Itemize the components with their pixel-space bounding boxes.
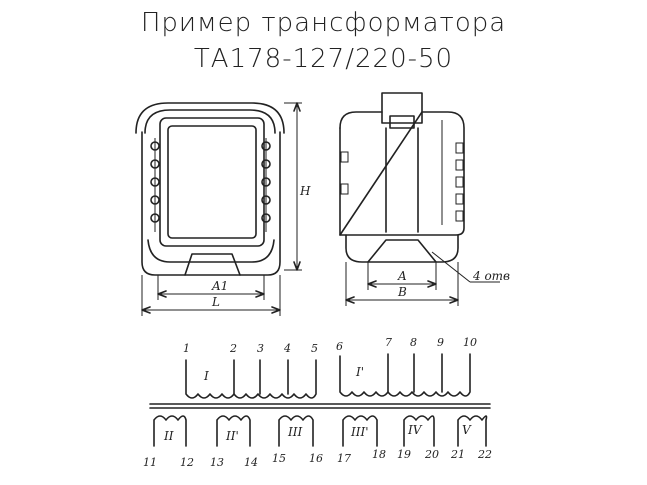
terminal-label: 3 [257,342,264,355]
terminal-label: 12 [180,456,194,469]
dim-h-label: H [299,184,311,198]
side-view: A B 4 отв [339,92,510,306]
diagram-title-line2: ТА178-127/220-50 [193,44,454,74]
terminal-label: 6 [336,340,343,353]
terminal-label: 11 [143,456,157,469]
winding-label: IV [407,423,423,437]
terminal-label: 7 [385,336,392,349]
terminal-label: 18 [372,448,386,461]
terminal-label: 14 [244,456,258,469]
terminal-label: 10 [463,336,477,349]
terminal-label: 22 [477,448,492,461]
winding-label: I [203,369,209,383]
winding-label: III [287,425,302,439]
terminal-label: 1 [183,342,190,355]
terminal-label: 15 [272,452,286,465]
diagram-title-line1: Пример трансформатора [140,8,507,38]
terminal-label: 9 [437,336,444,349]
winding-schematic: 1 2 3 4 5 6 7 8 9 10 I I' II II' III III… [143,336,492,469]
terminal-label: 17 [337,452,351,465]
winding-label: I' [355,365,364,379]
winding-label: III' [350,425,369,439]
terminal-label: 4 [283,342,291,355]
dim-a1-label: A1 [211,279,228,293]
winding-label: II' [225,429,239,443]
terminal-label: 8 [410,336,417,349]
dim-a-label: A [397,269,407,283]
terminal-label: 19 [397,448,411,461]
dim-l-label: L [211,295,220,309]
terminal-label: 2 [229,342,237,355]
winding-label: V [462,423,472,437]
terminal-label: 16 [309,452,323,465]
terminal-label: 13 [210,456,224,469]
holes-note: 4 отв [472,269,510,283]
terminal-label: 5 [311,342,318,355]
front-view: H A1 L [135,102,311,316]
terminal-label: 21 [450,448,465,461]
dim-b-label: B [397,285,407,299]
terminal-label: 20 [424,448,439,461]
winding-label: II [163,429,174,443]
